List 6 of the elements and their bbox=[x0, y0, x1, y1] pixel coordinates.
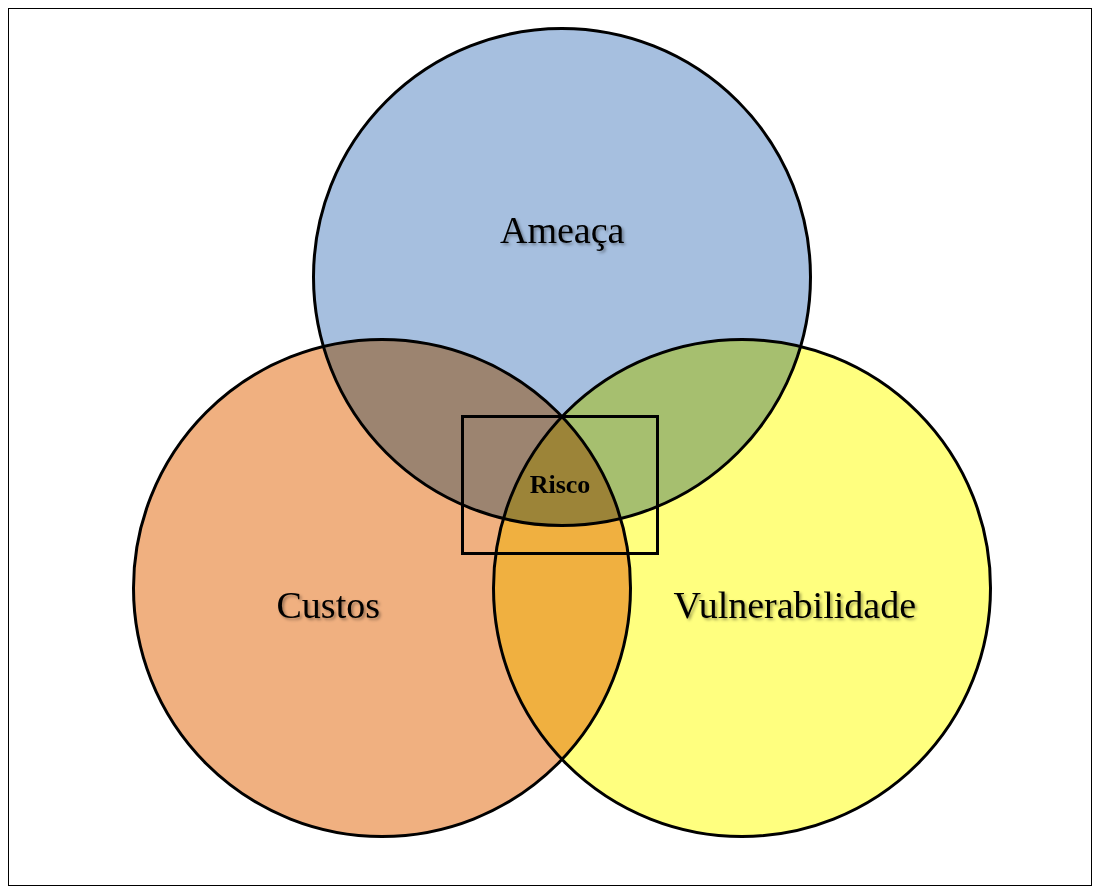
circle-label: Custos bbox=[276, 583, 380, 627]
box-label: Risco bbox=[529, 470, 591, 500]
highlight-box bbox=[461, 415, 659, 555]
circle-label: Vulnerabilidade bbox=[673, 583, 916, 627]
circle-label: Ameaça bbox=[500, 208, 625, 252]
venn-circle bbox=[492, 338, 992, 838]
